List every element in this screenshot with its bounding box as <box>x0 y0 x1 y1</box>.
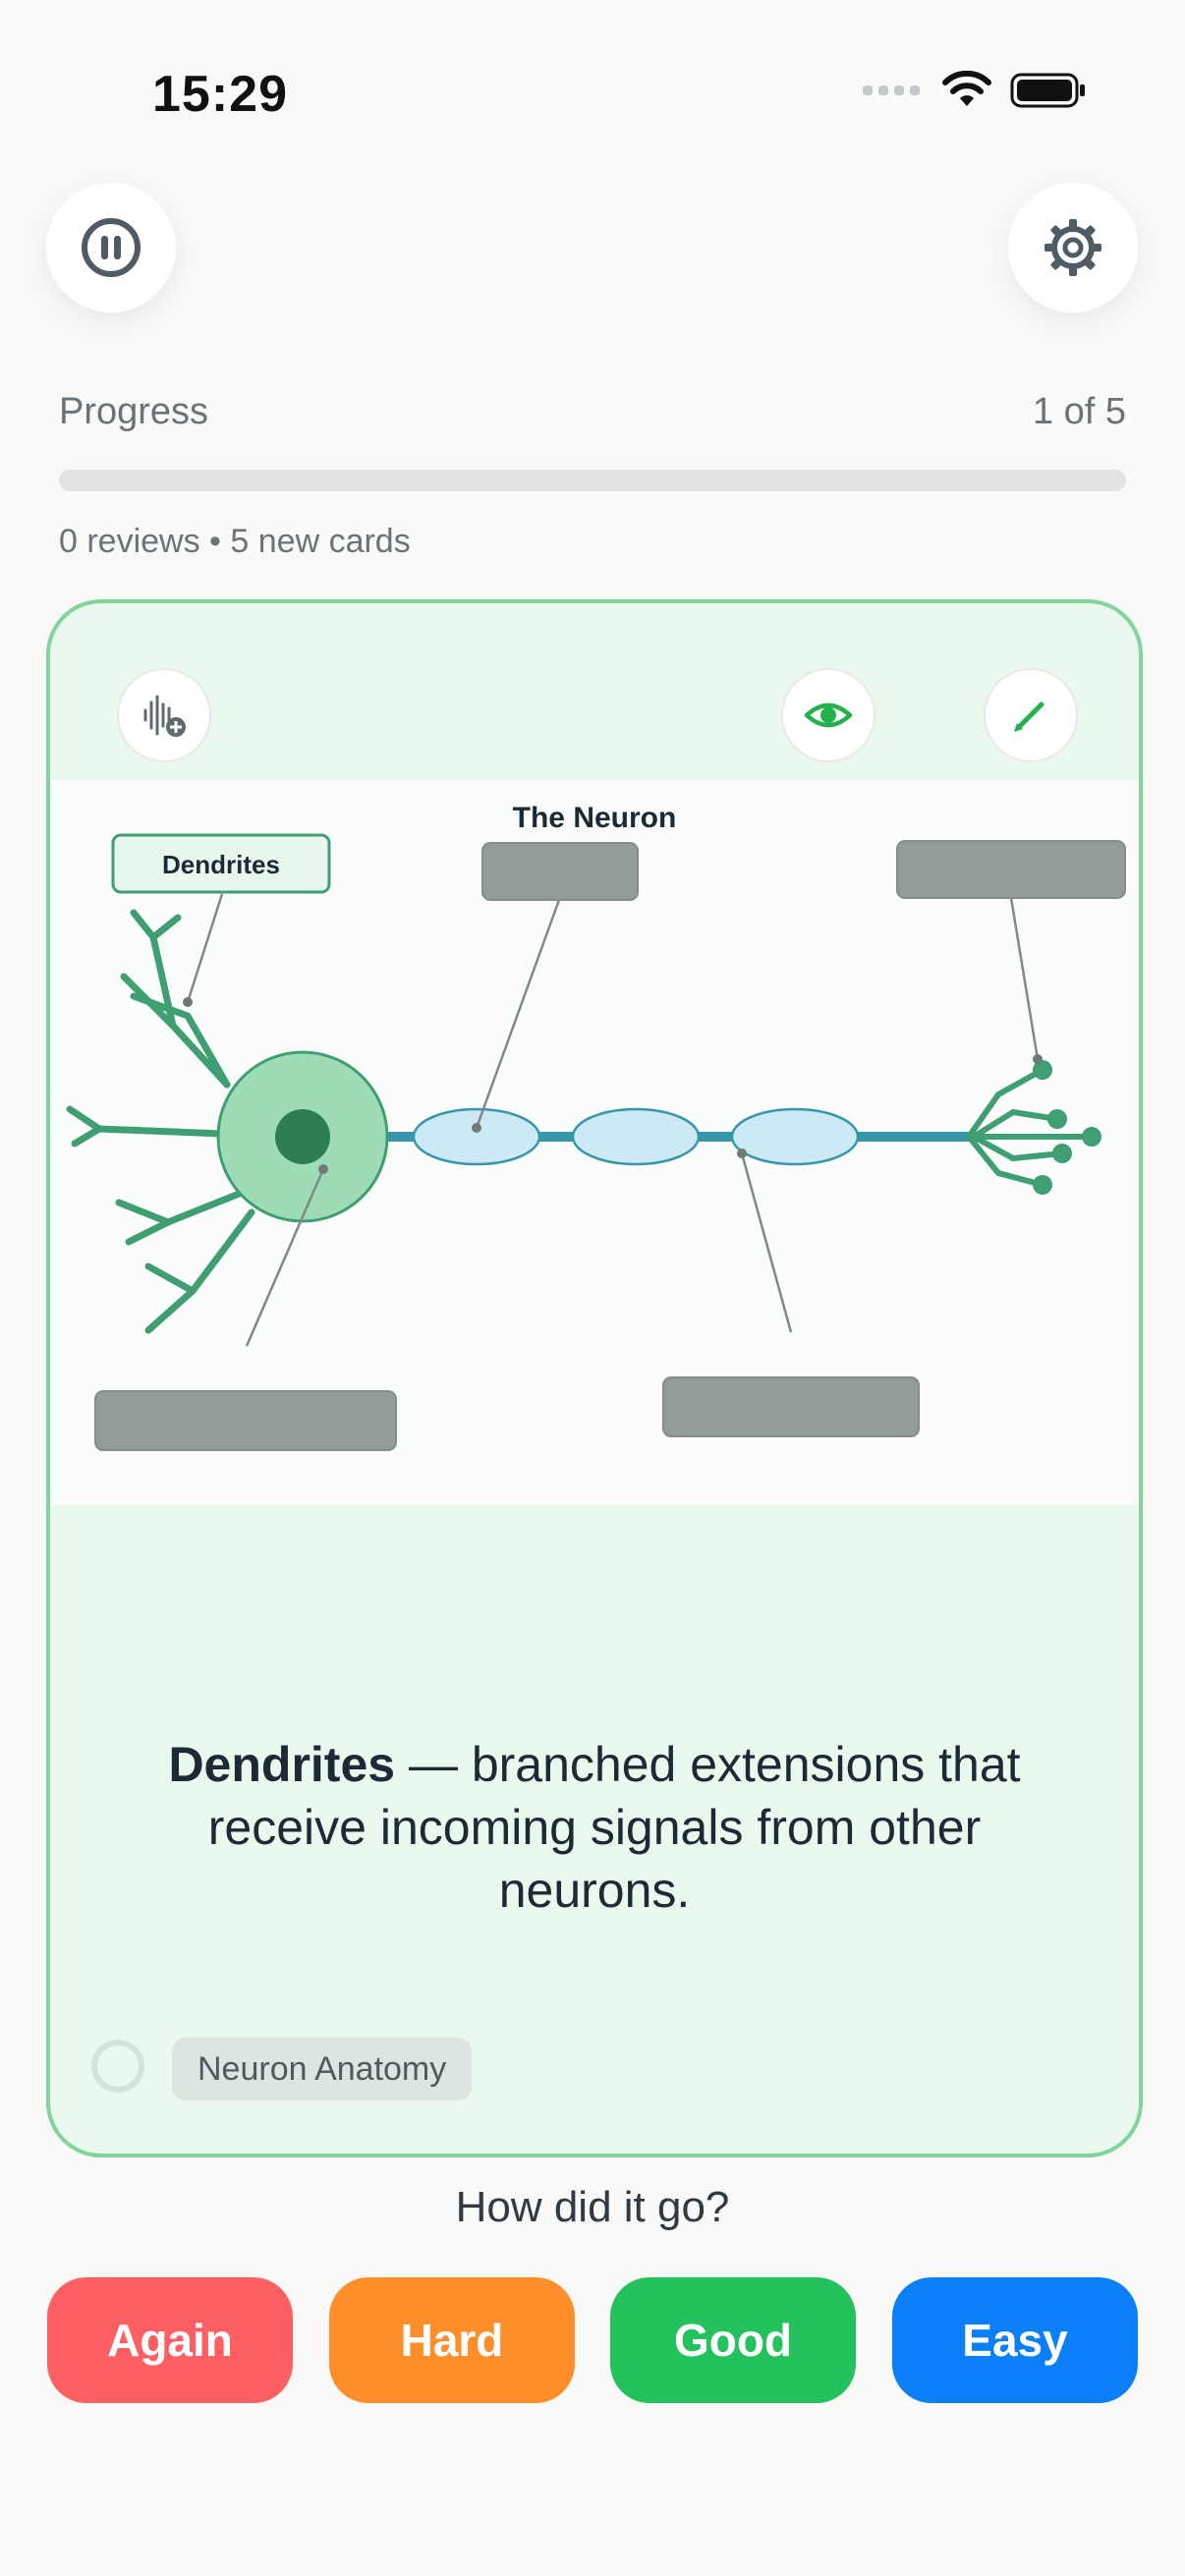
add-audio-icon <box>143 695 186 737</box>
revealed-label-box <box>111 833 331 894</box>
add-audio-button[interactable] <box>117 668 211 762</box>
pencil-icon <box>1014 701 1044 732</box>
dendrites-shape <box>66 909 255 1334</box>
revealed-label: Dendrites <box>162 850 280 879</box>
answer-term: Dendrites <box>168 1737 396 1792</box>
eye-icon <box>804 702 853 728</box>
card-status-indicator <box>91 2040 144 2093</box>
image-occlusion-diagram: The Neuron <box>50 780 1139 1505</box>
myelin-sheath-shape <box>730 1107 860 1166</box>
answer-text: Dendrites — branched extensions that rec… <box>109 1733 1080 1922</box>
easy-button[interactable]: Easy <box>892 2277 1138 2403</box>
gear-icon <box>1044 219 1101 276</box>
answer-definition: — branched extensions that receive incom… <box>207 1737 1021 1918</box>
flashcard: The Neuron <box>46 599 1143 2157</box>
edit-button[interactable] <box>984 668 1078 762</box>
myelin-sheath-shape <box>412 1107 541 1166</box>
nucleus-shape <box>275 1109 330 1164</box>
review-question: How did it go? <box>455 2183 730 2231</box>
occlusion-mask[interactable] <box>896 840 1126 899</box>
wifi-icon <box>942 71 991 106</box>
occlusion-mask[interactable] <box>481 842 639 901</box>
deck-tag[interactable]: Neuron Anatomy <box>172 2038 473 2100</box>
axon-terminals-shape <box>966 1067 1095 1188</box>
progress-count: 1 of 5 <box>1032 391 1126 432</box>
occlusion-mask[interactable] <box>662 1376 920 1437</box>
hard-button[interactable]: Hard <box>329 2277 575 2403</box>
pause-icon <box>82 218 141 277</box>
review-stats: 0 reviews • 5 new cards <box>59 523 411 560</box>
battery-icon <box>1010 73 1085 108</box>
myelin-sheath-shape <box>571 1107 701 1166</box>
progress-bar <box>59 470 1126 491</box>
good-button[interactable]: Good <box>610 2277 856 2403</box>
settings-button[interactable] <box>1008 183 1138 312</box>
reveal-button[interactable] <box>781 668 875 762</box>
diagram-title: The Neuron <box>513 802 677 834</box>
neuron-diagram: The Neuron <box>66 802 1126 1451</box>
status-time: 15:29 <box>152 66 288 123</box>
status-icons <box>863 71 1087 110</box>
cellular-signal-icon <box>863 85 920 95</box>
progress-label: Progress <box>59 391 209 432</box>
again-button[interactable]: Again <box>47 2277 293 2403</box>
occlusion-mask[interactable] <box>94 1390 397 1451</box>
pause-button[interactable] <box>46 183 176 312</box>
